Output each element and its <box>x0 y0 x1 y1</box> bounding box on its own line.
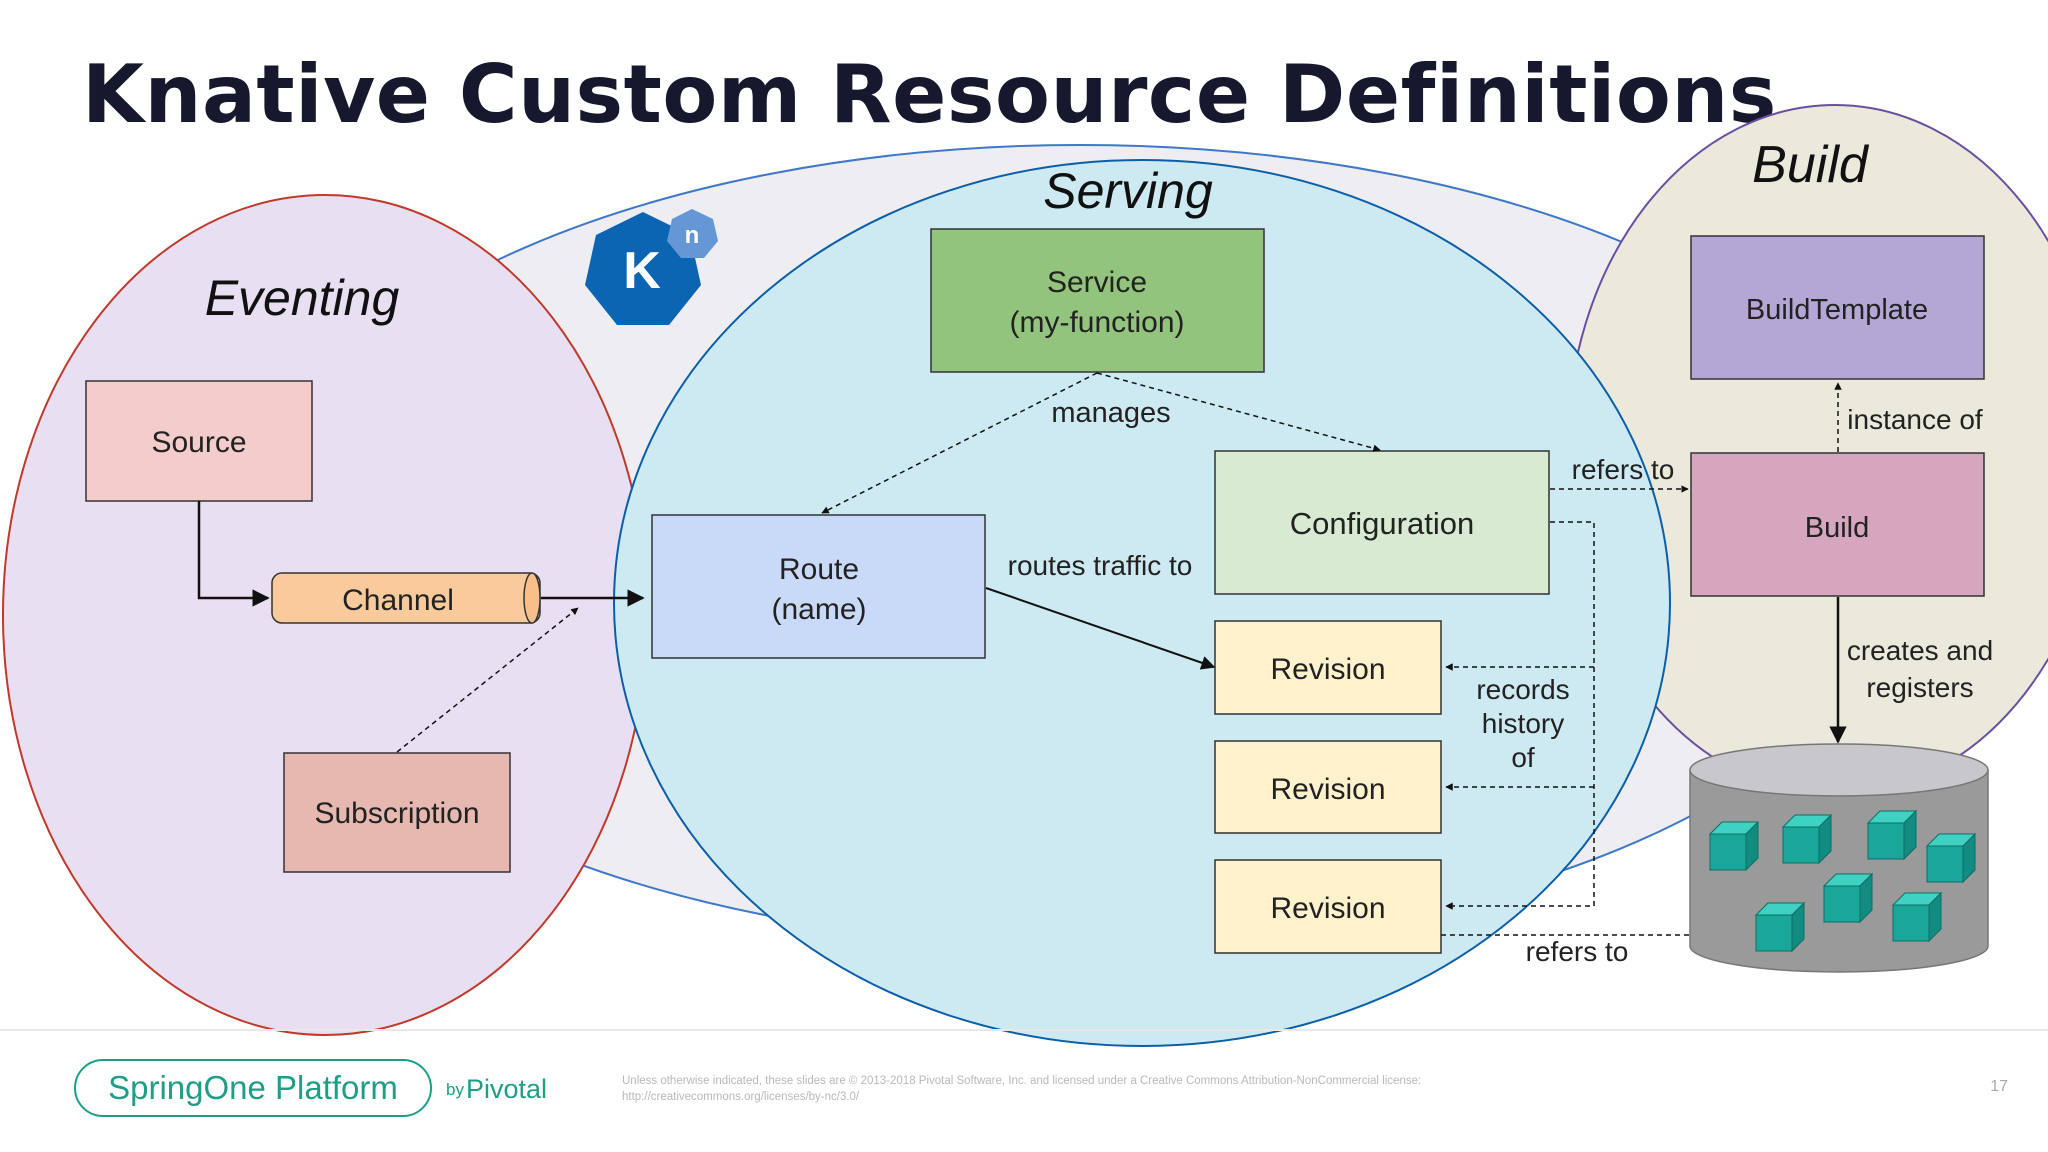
service-label-line2: (my-function) <box>1009 306 1184 339</box>
legal-notice: Unless otherwise indicated, these slides… <box>622 1075 1422 1103</box>
container-cube-icon <box>1891 891 1943 943</box>
revision-node-3: Revision <box>1214 859 1442 954</box>
revision-3-label: Revision <box>1270 892 1385 925</box>
container-registry-icon <box>1689 743 1989 973</box>
channel-label: Channel <box>342 584 454 617</box>
subscription-label: Subscription <box>314 797 479 830</box>
revision-node-1: Revision <box>1214 620 1442 715</box>
service-label-line1: Service <box>1047 266 1147 299</box>
configuration-label: Configuration <box>1290 506 1474 541</box>
container-cube-icon <box>1925 832 1977 884</box>
container-cube-icon <box>1822 872 1874 924</box>
records-history-line1: records <box>1476 674 1569 705</box>
route-to-revision-edge <box>985 587 1216 670</box>
pivotal-logo: Pivotal <box>466 1074 548 1104</box>
route-label-line1: Route <box>779 553 859 586</box>
refers-to-registry-label: refers to <box>1526 936 1629 967</box>
routes-traffic-label: routes traffic to <box>1008 550 1193 581</box>
configuration-history-edge <box>1445 521 1595 910</box>
container-cube-icon <box>1708 820 1760 872</box>
channel-node: Channel <box>271 572 541 624</box>
configuration-node: Configuration <box>1214 450 1550 595</box>
subscription-to-channel-edge <box>396 607 579 753</box>
build-template-label: BuildTemplate <box>1746 294 1928 326</box>
source-label: Source <box>151 426 246 459</box>
brand-by-text: by <box>446 1080 464 1099</box>
route-node: Route (name) <box>651 514 986 659</box>
source-node: Source <box>85 380 313 502</box>
serving-group-title: Serving <box>1043 163 1213 219</box>
service-to-configuration-edge <box>1096 372 1381 452</box>
revision-1-label: Revision <box>1270 653 1385 686</box>
records-history-line3: of <box>1511 742 1535 773</box>
build-group-title: Build <box>1752 136 1870 194</box>
knative-badge-icon <box>667 209 718 258</box>
knative-k-letter: K <box>623 242 661 300</box>
container-cube-icon <box>1754 901 1806 953</box>
eventing-group-title: Eventing <box>205 270 400 326</box>
footer-divider <box>0 1029 2048 1031</box>
page-number: 17 <box>1990 1078 2008 1095</box>
build-node: Build <box>1690 452 1985 597</box>
container-cube-icon <box>1866 809 1918 861</box>
service-to-route-edge <box>821 372 1098 514</box>
revision-node-2: Revision <box>1214 740 1442 834</box>
springone-platform-logo: SpringOne Platform <box>74 1059 432 1117</box>
knative-logo: K n <box>585 209 718 325</box>
knative-n-letter: n <box>685 222 700 249</box>
creates-registers-line1: creates and <box>1847 635 1993 666</box>
manages-label: manages <box>1051 397 1170 429</box>
source-to-channel-edge <box>197 501 270 607</box>
container-cube-icon <box>1781 813 1833 865</box>
build-label: Build <box>1805 512 1870 544</box>
revision-2-label: Revision <box>1270 773 1385 806</box>
refers-to-build-label: refers to <box>1572 454 1675 485</box>
slide-title: Knative Custom Resource Definitions <box>82 48 1777 141</box>
subscription-node: Subscription <box>283 752 511 873</box>
creates-registers-line2: registers <box>1866 672 1973 703</box>
service-node: Service (my-function) <box>930 228 1265 373</box>
route-label-line2: (name) <box>771 593 866 626</box>
instance-of-label: instance of <box>1847 404 1983 435</box>
build-template-node: BuildTemplate <box>1690 235 1985 380</box>
records-history-line2: history <box>1482 708 1564 739</box>
